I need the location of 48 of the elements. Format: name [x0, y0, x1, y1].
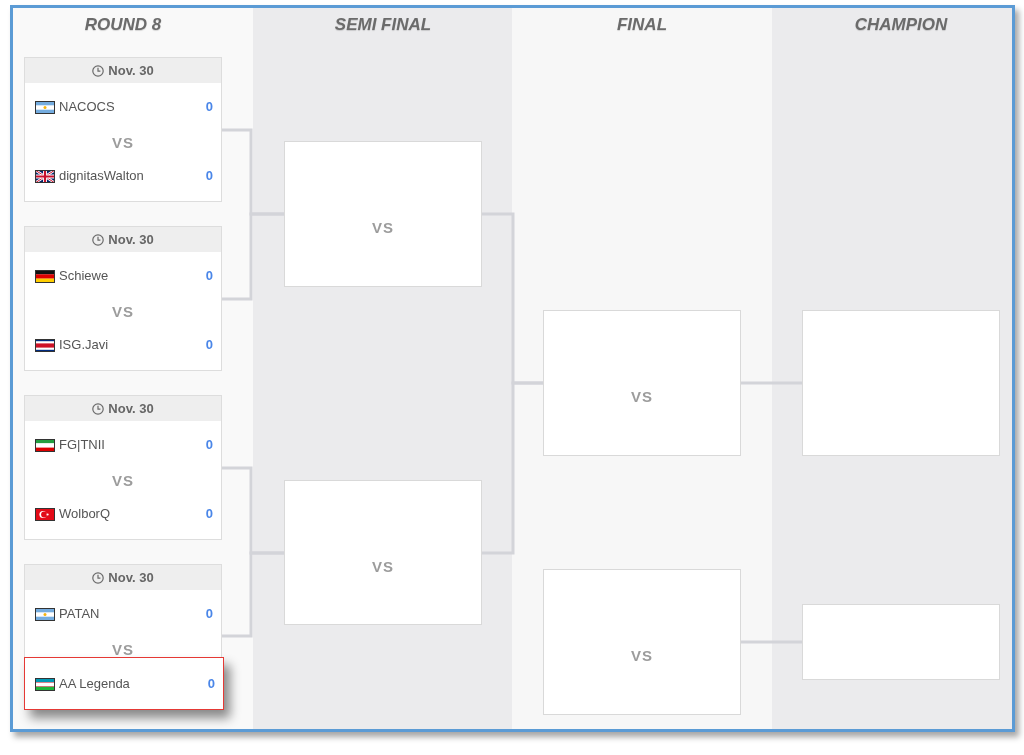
empty-box [802, 604, 1000, 680]
match-box [284, 141, 482, 287]
player-name: FG|TNII [59, 436, 105, 454]
match-card [24, 226, 222, 371]
player-name: AA Legenda [59, 675, 130, 693]
score: 0 [207, 675, 215, 693]
match-box [543, 310, 741, 456]
player-name: dignitasWalton [59, 167, 144, 185]
score: 0 [205, 505, 213, 523]
match-date: Nov. 30 [108, 231, 154, 248]
score: 0 [205, 605, 213, 623]
match-box [543, 569, 741, 715]
empty-box [802, 310, 1000, 456]
column-heading: SEMI FINAL [333, 14, 433, 36]
score: 0 [205, 98, 213, 116]
match-date: Nov. 30 [108, 569, 154, 586]
versus-label: VS [111, 302, 135, 322]
match-date: Nov. 30 [108, 62, 154, 79]
score: 0 [205, 267, 213, 285]
versus-label: VS [371, 557, 395, 577]
bracket-line [222, 551, 284, 638]
score: 0 [205, 336, 213, 354]
score: 0 [205, 436, 213, 454]
match-date: Nov. 30 [108, 400, 154, 417]
versus-label: VS [630, 387, 654, 407]
player-name: PATAN [59, 605, 100, 623]
column-heading: CHAMPION [853, 14, 949, 36]
column-heading: ROUND 8 [83, 14, 163, 36]
player-name: ISG.Javi [59, 336, 109, 354]
match-card [24, 395, 222, 540]
bracket-line [741, 640, 802, 644]
bracket-line [482, 381, 543, 555]
score: 0 [205, 167, 213, 185]
match-card [24, 57, 222, 202]
match-box [284, 480, 482, 625]
match-card [24, 564, 222, 708]
versus-label: VS [630, 646, 654, 666]
versus-label: VS [111, 640, 135, 660]
versus-label: VS [371, 218, 395, 238]
versus-label: VS [111, 133, 135, 153]
bracket-line [741, 381, 802, 385]
player-name: WolborQ [59, 505, 111, 523]
highlighted-player-row [24, 657, 224, 710]
bracket-line [222, 212, 284, 301]
player-name: Schiewe [59, 267, 109, 285]
player-name: NACOCS [59, 98, 115, 116]
versus-label: VS [111, 471, 135, 491]
column-heading: FINAL [615, 14, 668, 36]
